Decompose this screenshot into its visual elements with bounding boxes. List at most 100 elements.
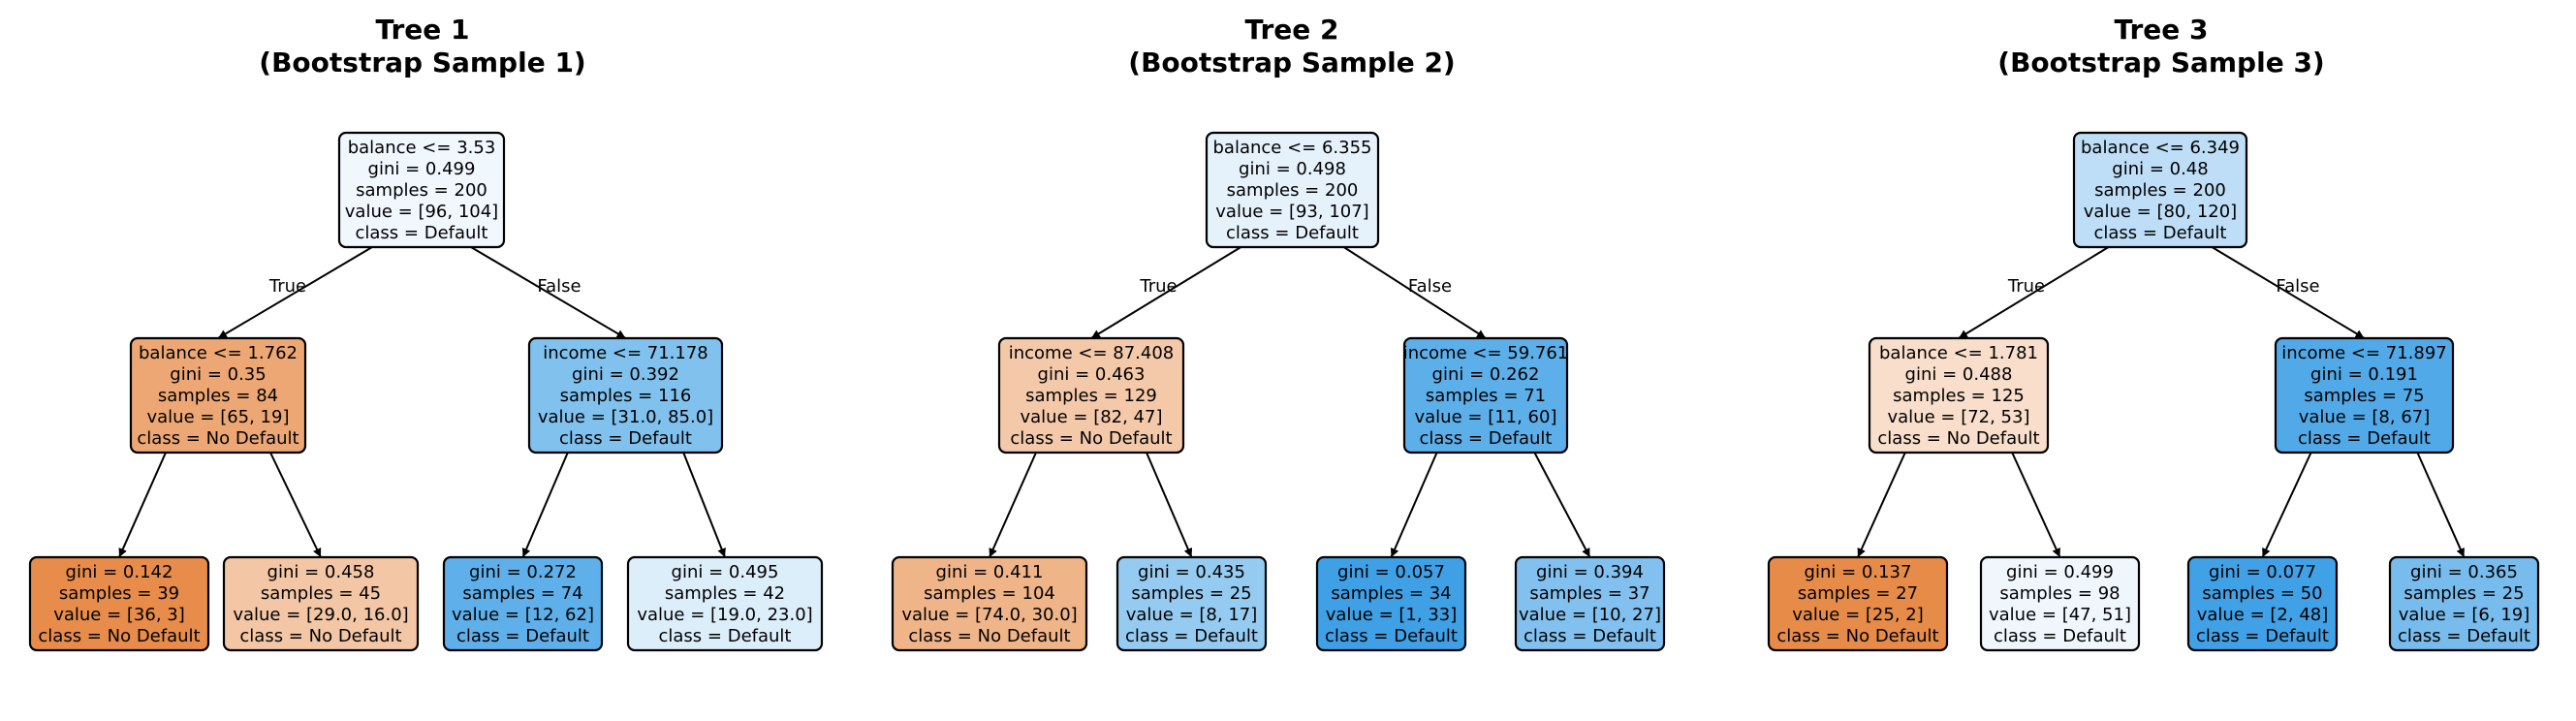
- node-text-line: balance <= 1.762: [139, 343, 298, 363]
- node-text-line: income <= 71.178: [543, 343, 708, 363]
- node-text-line: class = Default: [1325, 626, 1458, 646]
- node-box: [1767, 555, 1949, 652]
- node-text-line: class = Default: [456, 626, 589, 646]
- node-text-line: value = [25, 2]: [1792, 605, 1924, 625]
- node-box: [2072, 131, 2248, 249]
- node-text-line: samples = 25: [1131, 583, 1251, 604]
- tree-subtitle: (Bootstrap Sample 2): [1128, 47, 1455, 78]
- node-text-line: gini = 0.458: [267, 562, 375, 582]
- node-text-line: class = No Default: [1776, 626, 1938, 646]
- node-text-line: class = Default: [2196, 626, 2329, 646]
- node-text-line: samples = 129: [1025, 386, 1157, 406]
- node-box: [1402, 336, 1569, 455]
- node-text-line: class = Default: [1125, 626, 1258, 646]
- tree-edge: [682, 452, 726, 558]
- node-text-line: class = No Default: [1877, 428, 2039, 449]
- node-text-line: class = No Default: [239, 626, 401, 646]
- node-text-line: gini = 0.35: [170, 364, 266, 385]
- node-box: [626, 555, 824, 652]
- node-text-line: gini = 0.463: [1038, 364, 1146, 385]
- node-text-line: samples = 84: [158, 386, 278, 406]
- node-text-line: value = [72, 53]: [1888, 407, 2030, 427]
- node-box: [1115, 555, 1268, 652]
- node-text-line: samples = 39: [59, 583, 179, 604]
- node-text-line: value = [2, 48]: [2197, 605, 2329, 625]
- node-box: [1315, 555, 1467, 652]
- tree-edge: [217, 246, 373, 339]
- node-box: [222, 555, 420, 652]
- node-text-line: class = No Default: [908, 626, 1070, 646]
- tree-edge: [2211, 246, 2366, 339]
- node-text-line: samples = 45: [261, 583, 381, 604]
- node-text-line: gini = 0.499: [2006, 562, 2114, 582]
- edge-label-true: True: [1139, 276, 1177, 297]
- node-text-line: class = Default: [559, 428, 692, 449]
- node-box: [527, 336, 724, 455]
- node-text-line: value = [65, 19]: [147, 407, 290, 427]
- tree-edge: [989, 452, 1037, 558]
- tree-edge: [1090, 246, 1241, 339]
- node-text-line: samples = 200: [356, 180, 487, 201]
- tree-edge: [2261, 452, 2312, 558]
- node-text-line: income <= 71.897: [2281, 343, 2447, 363]
- node-text-line: samples = 71: [1426, 386, 1546, 406]
- tree-edge: [269, 452, 322, 558]
- node-text-line: balance <= 1.781: [1879, 343, 2038, 363]
- node-text-line: class = Default: [659, 626, 792, 646]
- node-text-line: gini = 0.499: [368, 159, 476, 179]
- node-text-line: value = [93, 107]: [1215, 202, 1368, 222]
- node-box: [1514, 555, 1666, 652]
- tree-edge: [1343, 246, 1487, 339]
- node-text-line: gini = 0.495: [672, 562, 779, 582]
- node-text-line: class = Default: [1420, 428, 1553, 449]
- node-text-line: value = [12, 62]: [452, 605, 594, 625]
- tree-edge: [1958, 246, 2110, 339]
- node-text-line: gini = 0.498: [1239, 159, 1346, 179]
- node-text-line: value = [74.0, 30.0]: [901, 605, 1077, 625]
- node-text-line: samples = 200: [2094, 180, 2226, 201]
- node-text-line: class = Default: [1524, 626, 1656, 646]
- node-text-line: samples = 37: [1529, 583, 1649, 604]
- node-text-line: gini = 0.411: [936, 562, 1044, 582]
- node-text-line: samples = 200: [1227, 180, 1359, 201]
- node-box: [337, 131, 506, 249]
- node-box: [28, 555, 210, 652]
- tree-edge: [118, 452, 167, 558]
- node-text-line: samples = 74: [462, 583, 582, 604]
- node-text-line: samples = 50: [2202, 583, 2322, 604]
- node-text-line: value = [11, 60]: [1415, 407, 1557, 427]
- node-box: [1868, 336, 2050, 455]
- node-text-line: income <= 87.408: [1009, 343, 1175, 363]
- node-box: [2274, 336, 2455, 455]
- node-box: [1979, 555, 2141, 652]
- node-text-line: samples = 98: [1999, 583, 2120, 604]
- node-text-line: class = Default: [1226, 223, 1359, 243]
- node-text-line: value = [96, 104]: [345, 202, 498, 222]
- node-text-line: gini = 0.142: [66, 562, 173, 582]
- node-text-line: value = [8, 67]: [2299, 407, 2431, 427]
- tree-title: Tree 2: [1244, 14, 1338, 46]
- node-text-line: samples = 25: [2403, 583, 2524, 604]
- tree-edge: [1390, 452, 1438, 558]
- node-text-line: class = Default: [2298, 428, 2431, 449]
- tree-edge: [1146, 452, 1193, 558]
- node-text-line: class = No Default: [137, 428, 298, 449]
- node-box: [1205, 131, 1380, 249]
- node-text-line: income <= 59.761: [1403, 343, 1569, 363]
- node-box: [997, 336, 1185, 455]
- node-text-line: gini = 0.392: [572, 364, 679, 385]
- node-text-line: gini = 0.435: [1138, 562, 1245, 582]
- node-text-line: class = No Default: [1010, 428, 1172, 449]
- tree-edge: [521, 452, 569, 558]
